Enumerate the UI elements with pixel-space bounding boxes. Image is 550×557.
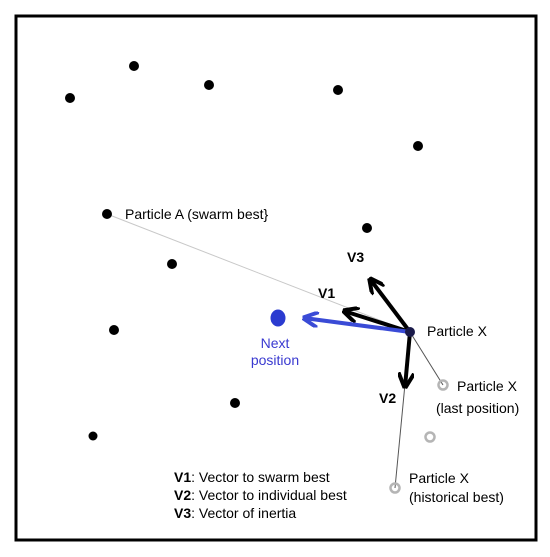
particle — [333, 85, 343, 95]
particle-a-label: Particle A (swarm best} — [125, 206, 268, 222]
legend-text-v3: : Vector of inertia — [191, 505, 296, 521]
historical-best-label-line2: (historical best) — [409, 489, 504, 505]
v3-label: V3 — [347, 249, 364, 265]
legend-key-v1: V1 — [174, 469, 191, 485]
historical-best-label-line1: Particle X — [409, 470, 470, 486]
ghost-particle-dot — [424, 431, 436, 443]
particle — [167, 259, 177, 269]
legend-item-v1: V1: Vector to swarm best — [174, 469, 330, 485]
legend-text-v1: : Vector to swarm best — [191, 469, 330, 485]
legend-key-v3: V3 — [174, 505, 191, 521]
v2-vector-arrow — [405, 331, 410, 387]
next-position-vector-arrow — [304, 318, 411, 334]
line-x-to-last-position — [409, 331, 444, 386]
v1-label: V1 — [318, 285, 335, 301]
particle-x-dot — [405, 327, 415, 337]
v1-vector-arrow — [344, 311, 411, 334]
particle-a-dot — [102, 209, 112, 219]
particle — [362, 223, 372, 233]
diagram-frame — [14, 14, 538, 542]
particle — [129, 61, 139, 71]
legend: V1: Vector to swarm best V2: Vector to i… — [174, 469, 347, 521]
last-position-label-line2: (last position) — [436, 400, 519, 416]
particle — [88, 431, 98, 441]
next-position-dot — [270, 309, 286, 327]
next-position-label-line1: Next — [261, 335, 290, 351]
legend-text-v2: : Vector to individual best — [191, 487, 347, 503]
v3-vector-arrow — [370, 279, 412, 334]
last-position-label-line1: Particle X — [457, 378, 518, 394]
next-position-label-line2: position — [251, 352, 299, 368]
particle — [204, 80, 214, 90]
last-position-dot — [437, 379, 449, 391]
v2-label: V2 — [379, 390, 396, 406]
particle-x-label: Particle X — [427, 323, 488, 339]
swarm-particles — [65, 61, 423, 441]
legend-item-v3: V3: Vector of inertia — [174, 505, 296, 521]
particle — [65, 93, 75, 103]
particle — [230, 398, 240, 408]
legend-item-v2: V2: Vector to individual best — [174, 487, 347, 503]
historical-best-dot — [389, 482, 401, 494]
legend-key-v2: V2 — [174, 487, 191, 503]
particle — [413, 141, 423, 151]
particle — [109, 325, 119, 335]
